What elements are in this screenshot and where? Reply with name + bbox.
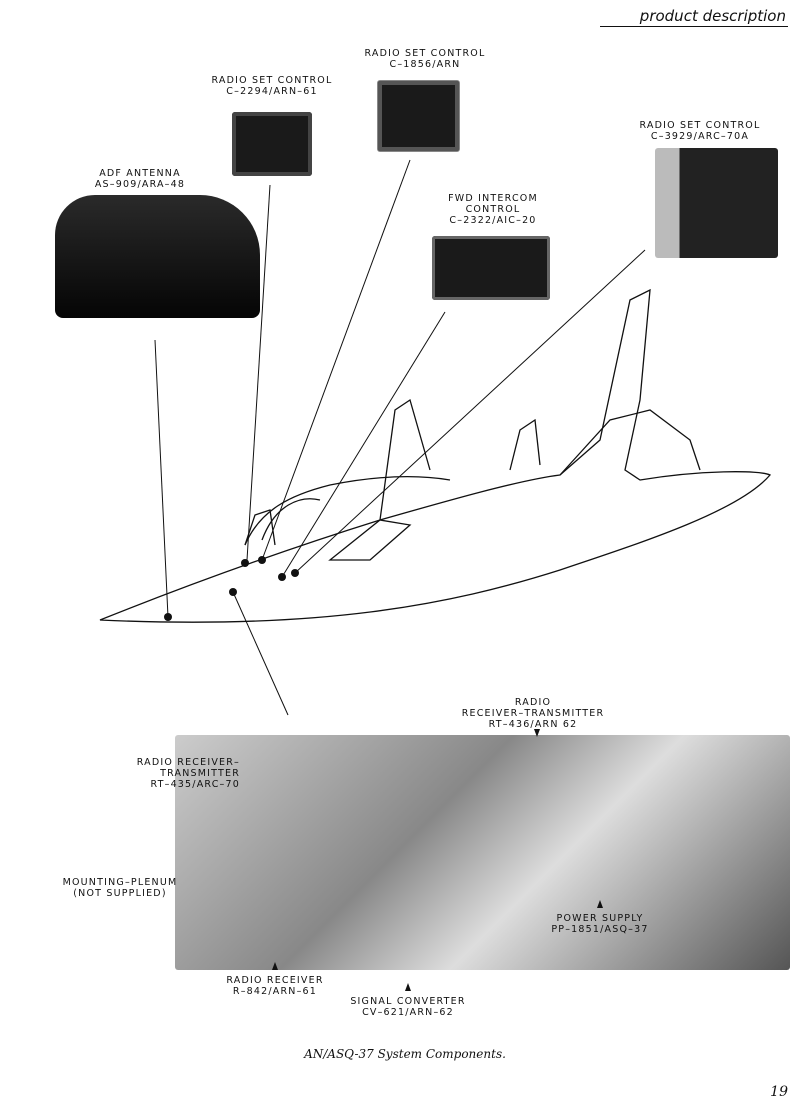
c3929-control-photo bbox=[655, 148, 778, 258]
c2294-control-photo bbox=[232, 112, 312, 176]
cv621-arrow-icon bbox=[405, 983, 411, 991]
equipment-rack-photo bbox=[175, 735, 790, 970]
pp1851-arrow-icon bbox=[597, 900, 603, 908]
adf-antenna-photo bbox=[55, 195, 260, 318]
rt436-arrow-icon bbox=[534, 729, 540, 737]
page-number: 19 bbox=[770, 1084, 788, 1100]
c1856-control-photo bbox=[377, 80, 460, 152]
fwd-intercom-photo bbox=[432, 236, 550, 300]
location-dots bbox=[164, 556, 299, 621]
r842-arrow-icon bbox=[272, 962, 278, 970]
aircraft-outline bbox=[99, 288, 772, 623]
section-header: product description bbox=[599, 7, 788, 27]
plenum-label: MOUNTING–PLENUM(NOT SUPPLIED) bbox=[62, 877, 178, 899]
figure-caption: AN/ASQ-37 System Components. bbox=[304, 1047, 506, 1061]
leader-lines bbox=[154, 159, 646, 716]
